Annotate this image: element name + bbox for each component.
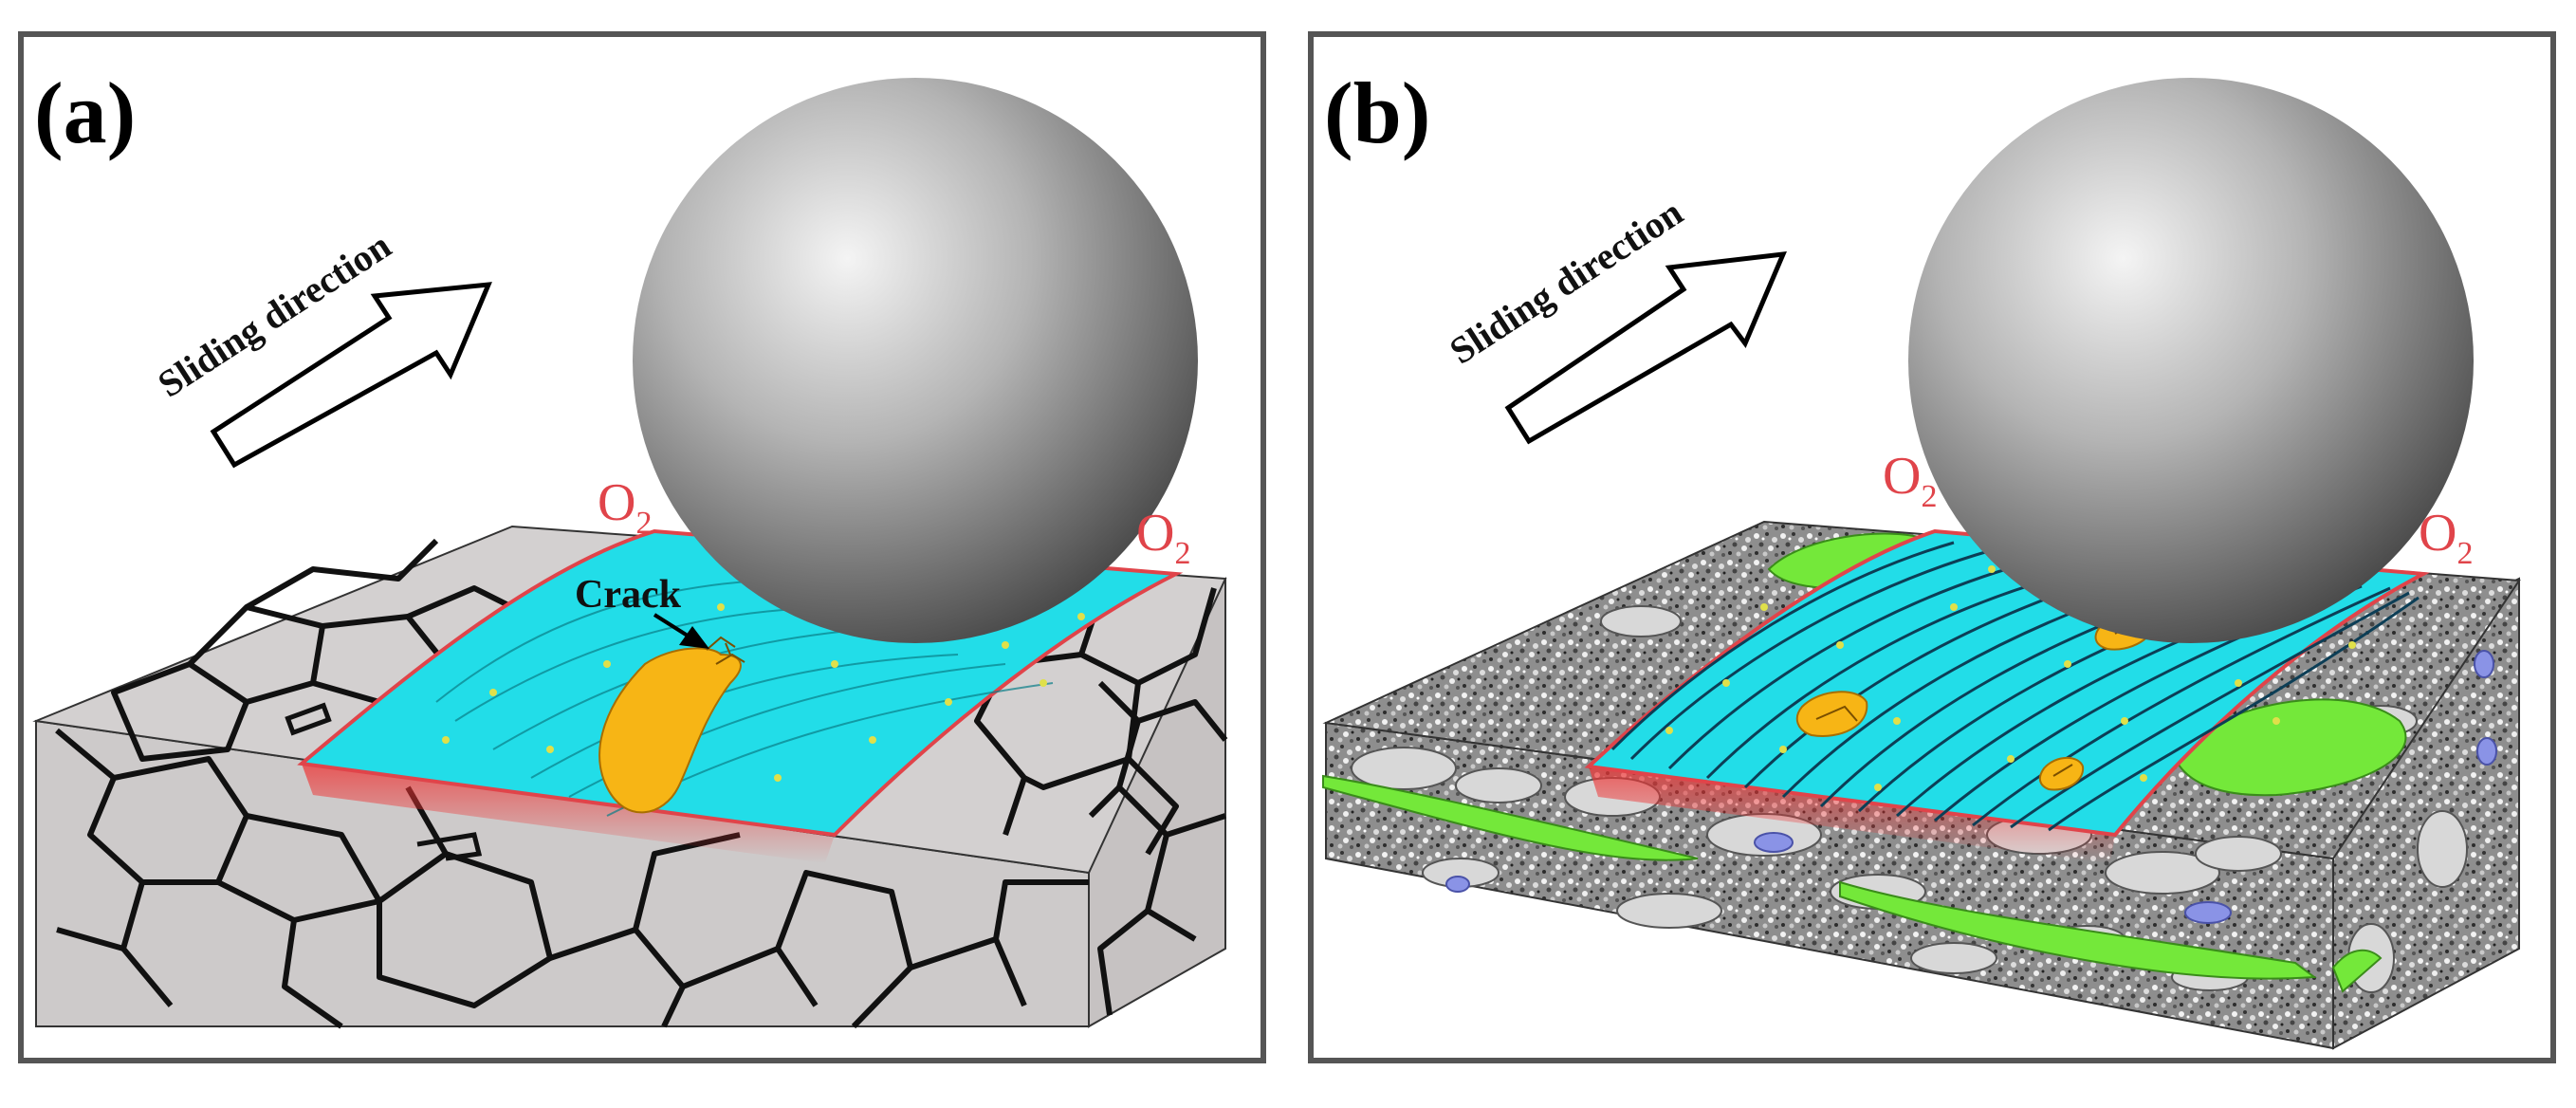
- panel-a-small-grains: [285, 702, 483, 861]
- panel-b-ball: [1908, 78, 2474, 643]
- panel-a: Crack O2 O2 Sliding direction (a): [18, 31, 1266, 1063]
- panel-a-oxygen-right: O2: [1136, 504, 1190, 571]
- panel-a-label: (a): [34, 65, 136, 161]
- panel-b-blue-phases: [1445, 650, 2497, 924]
- panel-b-red-glow: [1589, 766, 2115, 863]
- panel-b: O2 O2 Sliding direction (b): [1308, 31, 2556, 1063]
- panel-a-crack-arrow: [653, 613, 709, 649]
- panel-a-crack-lines: [706, 636, 745, 665]
- panel-a-ball: [633, 78, 1198, 643]
- panel-b-label: (b): [1324, 65, 1430, 161]
- panel-b-green-phases: [1322, 532, 2407, 993]
- panel-a-crack-label: Crack: [575, 573, 682, 617]
- panel-a-oxide-patch: [598, 647, 742, 814]
- panel-a-red-glow: [302, 764, 835, 863]
- panel-a-sliding-arrow: [210, 282, 492, 469]
- panel-b-oxygen-right: O2: [2419, 504, 2473, 571]
- panel-a-oxygen-left: O2: [598, 473, 652, 541]
- panel-b-oxygen-left: O2: [1883, 447, 1937, 514]
- panel-b-sliding-arrow: [1504, 251, 1787, 445]
